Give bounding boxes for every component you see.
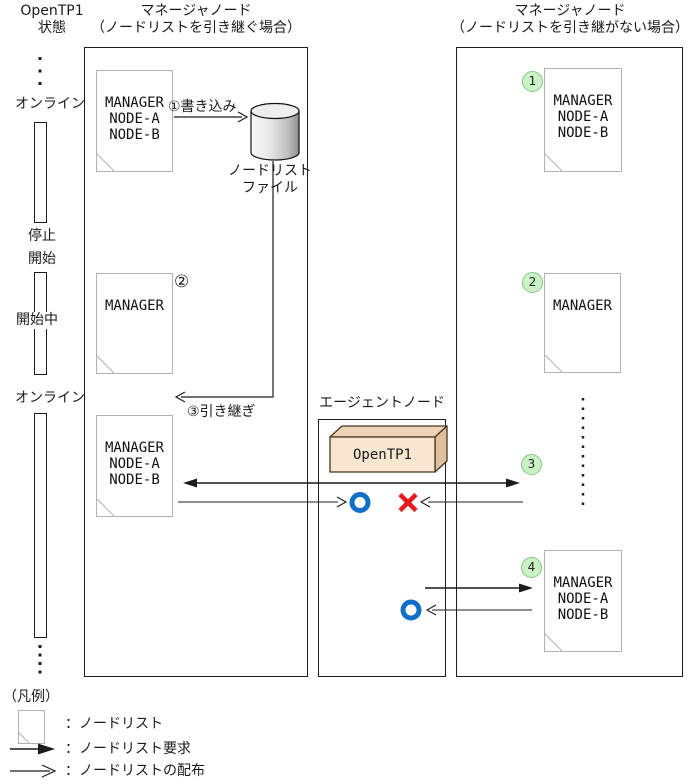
- file-label-line2: ファイル: [242, 180, 298, 196]
- state-label-start: 開始: [28, 251, 56, 267]
- folded-corner-icon: [544, 153, 563, 172]
- state-bar-online-1: [34, 122, 47, 223]
- folded-corner-icon: [96, 355, 115, 374]
- node-list-doc-left-1: MANAGER NODE-A NODE-B: [96, 70, 173, 172]
- legend-item-node-list: ：ノードリスト: [65, 716, 163, 732]
- state-bar-online-2: [34, 413, 47, 638]
- right-manager-title: マネージャノード: [514, 3, 626, 19]
- right-manager-header: マネージャノード （ノードリストを引き継がない場合）: [450, 3, 690, 37]
- folded-corner-icon: [18, 732, 30, 744]
- timeline-title-line1: OpenTP1: [20, 3, 84, 19]
- state-label-online-2: オンライン: [15, 390, 85, 406]
- folded-corner-icon: [544, 354, 563, 373]
- opentp1-software-label: OpenTP1: [352, 447, 412, 463]
- doc-line: MANAGER: [553, 93, 613, 109]
- file-label-line1: ノードリスト: [228, 163, 312, 179]
- left-manager-title: マネージャノード: [140, 3, 252, 19]
- step-badge-3: 3: [521, 454, 542, 475]
- node-list-doc-right-1: MANAGER NODE-A NODE-B: [544, 68, 622, 172]
- doc-line: NODE-B: [109, 472, 160, 488]
- step-badge-2: 2: [522, 272, 543, 293]
- doc-line: NODE-A: [109, 111, 160, 127]
- step-badge-4: 4: [521, 557, 542, 578]
- right-manager-subtitle: （ノードリストを引き継がない場合）: [451, 20, 689, 36]
- legend-item-request: ：ノードリスト要求: [65, 741, 191, 757]
- write-arrow-label: ①書き込み: [168, 99, 237, 115]
- left-manager-subtitle: （ノードリストを引き継ぐ場合）: [91, 20, 301, 36]
- doc-line: NODE-A: [109, 456, 160, 472]
- legend-node-list-icon: [18, 710, 45, 744]
- doc-line: NODE-A: [557, 109, 609, 125]
- legend-item-distribution: ：ノードリストの配布: [65, 763, 205, 779]
- state-label-stop: 停止: [28, 228, 56, 244]
- folded-corner-icon: [544, 633, 563, 652]
- doc-line: MANAGER: [104, 95, 164, 111]
- node-list-file-label: ノードリスト ファイル: [220, 163, 320, 197]
- takeover-arrow-label: ③引き継ぎ: [187, 404, 256, 420]
- doc-line: NODE-B: [109, 127, 160, 143]
- left-manager-header: マネージャノード （ノードリストを引き継ぐ場合）: [84, 3, 308, 37]
- agent-node-label: エージェントノード: [319, 395, 445, 411]
- step2-marker: ②: [174, 272, 190, 292]
- legend-title: （凡例）: [3, 689, 59, 705]
- legend-request-arrow-icon: [10, 743, 55, 755]
- doc-line: NODE-B: [557, 125, 609, 141]
- timeline-title: OpenTP1 状態: [6, 3, 98, 37]
- doc-line: MANAGER: [552, 298, 612, 314]
- doc-line: NODE-A: [557, 591, 609, 607]
- doc-line: MANAGER: [104, 298, 164, 314]
- timeline-title-line2: 状態: [38, 20, 66, 36]
- doc-line: NODE-B: [557, 607, 609, 623]
- node-list-doc-left-2: MANAGER: [96, 273, 173, 374]
- node-list-doc-right-4: MANAGER NODE-A NODE-B: [544, 550, 622, 652]
- state-label-starting: 開始中: [14, 312, 60, 329]
- doc-line: MANAGER: [104, 440, 164, 456]
- node-list-doc-left-3: MANAGER NODE-A NODE-B: [96, 415, 173, 517]
- legend-distribution-arrow-icon: [10, 764, 57, 778]
- state-label-online-1: オンライン: [15, 96, 85, 112]
- folded-corner-icon: [96, 153, 115, 172]
- step-badge-1: 1: [522, 71, 543, 92]
- doc-line: MANAGER: [553, 575, 613, 591]
- node-list-doc-right-2: MANAGER: [544, 273, 621, 373]
- folded-corner-icon: [96, 498, 115, 517]
